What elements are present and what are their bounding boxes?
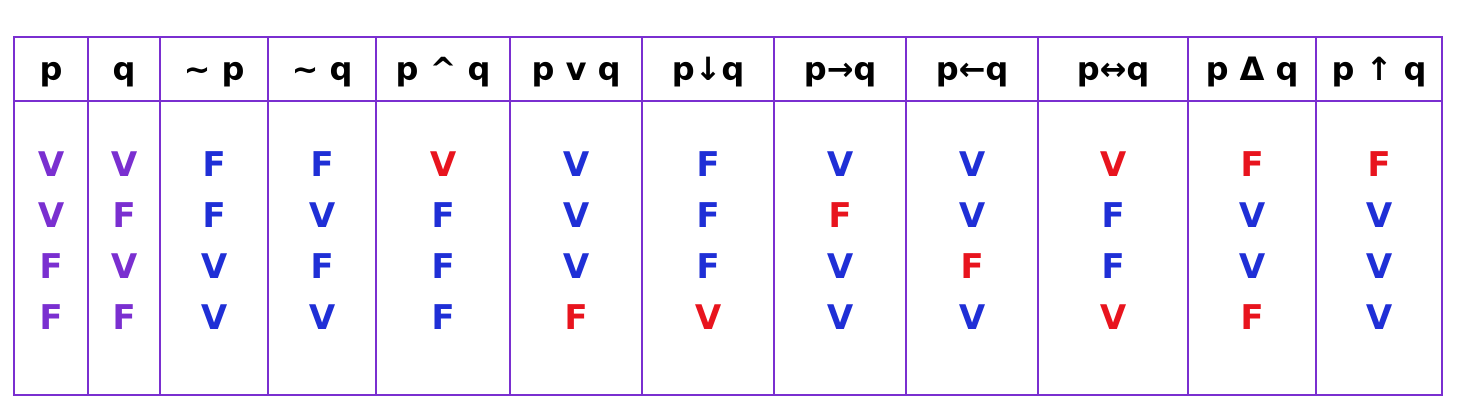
cell: V <box>200 247 228 287</box>
column-values: F V V F <box>1189 102 1315 394</box>
cell: F <box>1240 145 1264 185</box>
cell: V <box>37 196 65 236</box>
column-values: V V F F <box>15 102 87 394</box>
cell: V <box>110 145 138 185</box>
cell: V <box>1238 247 1266 287</box>
column-not-p: ~ p F F V V <box>161 38 269 394</box>
cell: V <box>1099 145 1127 185</box>
cell: V <box>694 298 722 338</box>
column-header: ~ q <box>269 38 375 102</box>
cell: V <box>1365 298 1393 338</box>
column-header: p <box>15 38 87 102</box>
cell: V <box>37 145 65 185</box>
column-header: p Δ q <box>1189 38 1315 102</box>
cell: F <box>1240 298 1264 338</box>
column-nand: p ↑ q F V V V <box>1317 38 1441 394</box>
cell: V <box>308 196 336 236</box>
column-converse-conditional: p←q V V F V <box>907 38 1039 394</box>
column-conjunction: p ^ q V F F F <box>377 38 511 394</box>
column-header: p↓q <box>643 38 773 102</box>
cell: F <box>696 196 720 236</box>
cell: F <box>1101 196 1125 236</box>
column-header: p→q <box>775 38 905 102</box>
cell: V <box>826 145 854 185</box>
cell: F <box>960 247 984 287</box>
cell: V <box>562 196 590 236</box>
column-conditional: p→q V F V V <box>775 38 907 394</box>
cell: F <box>431 298 455 338</box>
column-q: q V F V F <box>89 38 161 394</box>
cell: F <box>564 298 588 338</box>
column-header: p ↑ q <box>1317 38 1441 102</box>
column-values: F F V V <box>161 102 267 394</box>
cell: V <box>826 247 854 287</box>
column-values: V F F V <box>1039 102 1187 394</box>
cell: V <box>562 145 590 185</box>
cell: F <box>202 145 226 185</box>
cell: V <box>958 298 986 338</box>
cell: V <box>958 196 986 236</box>
cell: V <box>958 145 986 185</box>
column-values: V V F V <box>907 102 1037 394</box>
column-values: V V V F <box>511 102 641 394</box>
cell: V <box>562 247 590 287</box>
column-header: ~ p <box>161 38 267 102</box>
column-header: p ^ q <box>377 38 509 102</box>
cell: F <box>431 196 455 236</box>
cell: V <box>1365 247 1393 287</box>
cell: F <box>1367 145 1391 185</box>
cell: F <box>828 196 852 236</box>
column-values: F V V V <box>1317 102 1441 394</box>
column-values: V F V V <box>775 102 905 394</box>
cell: V <box>826 298 854 338</box>
cell: F <box>39 298 63 338</box>
column-values: V F F F <box>377 102 509 394</box>
cell: V <box>1365 196 1393 236</box>
cell: V <box>200 298 228 338</box>
column-values: F F F V <box>643 102 773 394</box>
cell: V <box>1099 298 1127 338</box>
column-p: p V V F F <box>15 38 89 394</box>
cell: V <box>110 247 138 287</box>
column-biconditional: p↔q V F F V <box>1039 38 1189 394</box>
cell: V <box>1238 196 1266 236</box>
column-values: V F V F <box>89 102 159 394</box>
cell: F <box>39 247 63 287</box>
cell: F <box>112 196 136 236</box>
column-header: p↔q <box>1039 38 1187 102</box>
cell: F <box>696 247 720 287</box>
truth-table: p V V F F q V F V F ~ p F F V V ~ q F V … <box>13 36 1443 396</box>
cell: F <box>431 247 455 287</box>
column-not-q: ~ q F V F V <box>269 38 377 394</box>
column-values: F V F V <box>269 102 375 394</box>
column-disjunction: p v q V V V F <box>511 38 643 394</box>
cell: F <box>696 145 720 185</box>
column-nor: p↓q F F F V <box>643 38 775 394</box>
cell: F <box>1101 247 1125 287</box>
cell: F <box>310 247 334 287</box>
cell: F <box>310 145 334 185</box>
column-header: q <box>89 38 159 102</box>
cell: V <box>429 145 457 185</box>
column-header: p←q <box>907 38 1037 102</box>
column-header: p v q <box>511 38 641 102</box>
column-exclusive-or: p Δ q F V V F <box>1189 38 1317 394</box>
cell: V <box>308 298 336 338</box>
cell: F <box>202 196 226 236</box>
cell: F <box>112 298 136 338</box>
